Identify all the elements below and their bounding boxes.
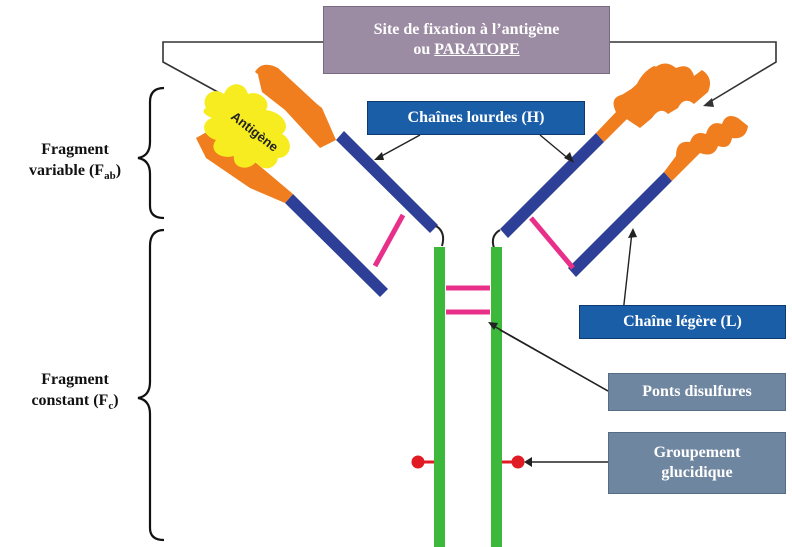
variable-line2: variable (Fab) — [6, 161, 144, 183]
constant-line2: constant (Fc) — [6, 391, 144, 413]
right-arm-disulfide — [529, 216, 575, 270]
paratope-line2: ou PARATOPE — [413, 40, 519, 60]
constant-line1: Fragment — [41, 371, 109, 388]
variable-line1: Fragment — [41, 141, 109, 158]
paratope-pointer-lines — [162, 41, 777, 104]
paratope-line1: Site de fixation à l’antigène — [373, 21, 560, 38]
left-variable-cap — [255, 64, 321, 118]
label-pointers — [377, 134, 633, 463]
paratope-arrowhead-right — [703, 98, 714, 107]
fc-stem — [411, 247, 525, 547]
paratope-prefix: ou — [413, 41, 435, 58]
right-variable-top — [613, 63, 710, 128]
left-arm-disulfide — [372, 213, 406, 268]
variable-text: variable (F — [28, 161, 105, 179]
fc-left-chain — [434, 247, 445, 547]
light-chain-text: Chaîne légère (L) — [623, 313, 742, 330]
disulfide-label: Ponts disulfures — [608, 373, 786, 411]
paratope-term: PARATOPE — [434, 41, 520, 58]
glucidic-line1: Groupement — [653, 444, 741, 461]
constant-text: constant (F — [31, 391, 109, 409]
right-light-chain — [568, 172, 672, 277]
glucidic-line2: glucidique — [661, 464, 733, 481]
light-chain-label: Chaîne légère (L) — [579, 305, 786, 339]
disulfide-text: Ponts disulfures — [642, 383, 752, 400]
variable-subscript: ab — [104, 169, 116, 182]
glucidic-group-left — [411, 455, 425, 469]
constant-fragment-label: Fragment constant (Fc) — [6, 370, 144, 413]
right-hinge-hook — [491, 229, 501, 249]
brace-variable — [137, 86, 165, 220]
heavy-chains-text: Chaînes lourdes (H) — [407, 109, 545, 126]
glucidic-label: Groupement glucidique — [608, 432, 786, 494]
fc-right-chain — [491, 247, 502, 547]
left-hinge-hook — [435, 225, 445, 247]
right-variable-light — [664, 116, 748, 181]
variable-fragment-label: Fragment variable (Fab) — [6, 140, 144, 183]
pointer-arrowheads — [374, 152, 637, 467]
left-fab-arm: Antigène — [196, 64, 445, 297]
antigen-shape — [203, 84, 290, 169]
heavy-chains-label: Chaînes lourdes (H) — [367, 101, 585, 135]
right-heavy-chain — [500, 133, 604, 238]
left-heavy-chain — [336, 131, 438, 233]
constant-subscript: c — [108, 399, 114, 412]
right-fab-arm — [491, 63, 748, 277]
left-light-chain — [285, 194, 388, 297]
variable-close: ) — [115, 161, 122, 179]
brace-constant — [137, 228, 165, 542]
paratope-label: Site de fixation à l’antigène ou PARATOP… — [323, 6, 610, 74]
glucidic-group-right — [511, 455, 525, 469]
constant-close: ) — [113, 391, 119, 409]
